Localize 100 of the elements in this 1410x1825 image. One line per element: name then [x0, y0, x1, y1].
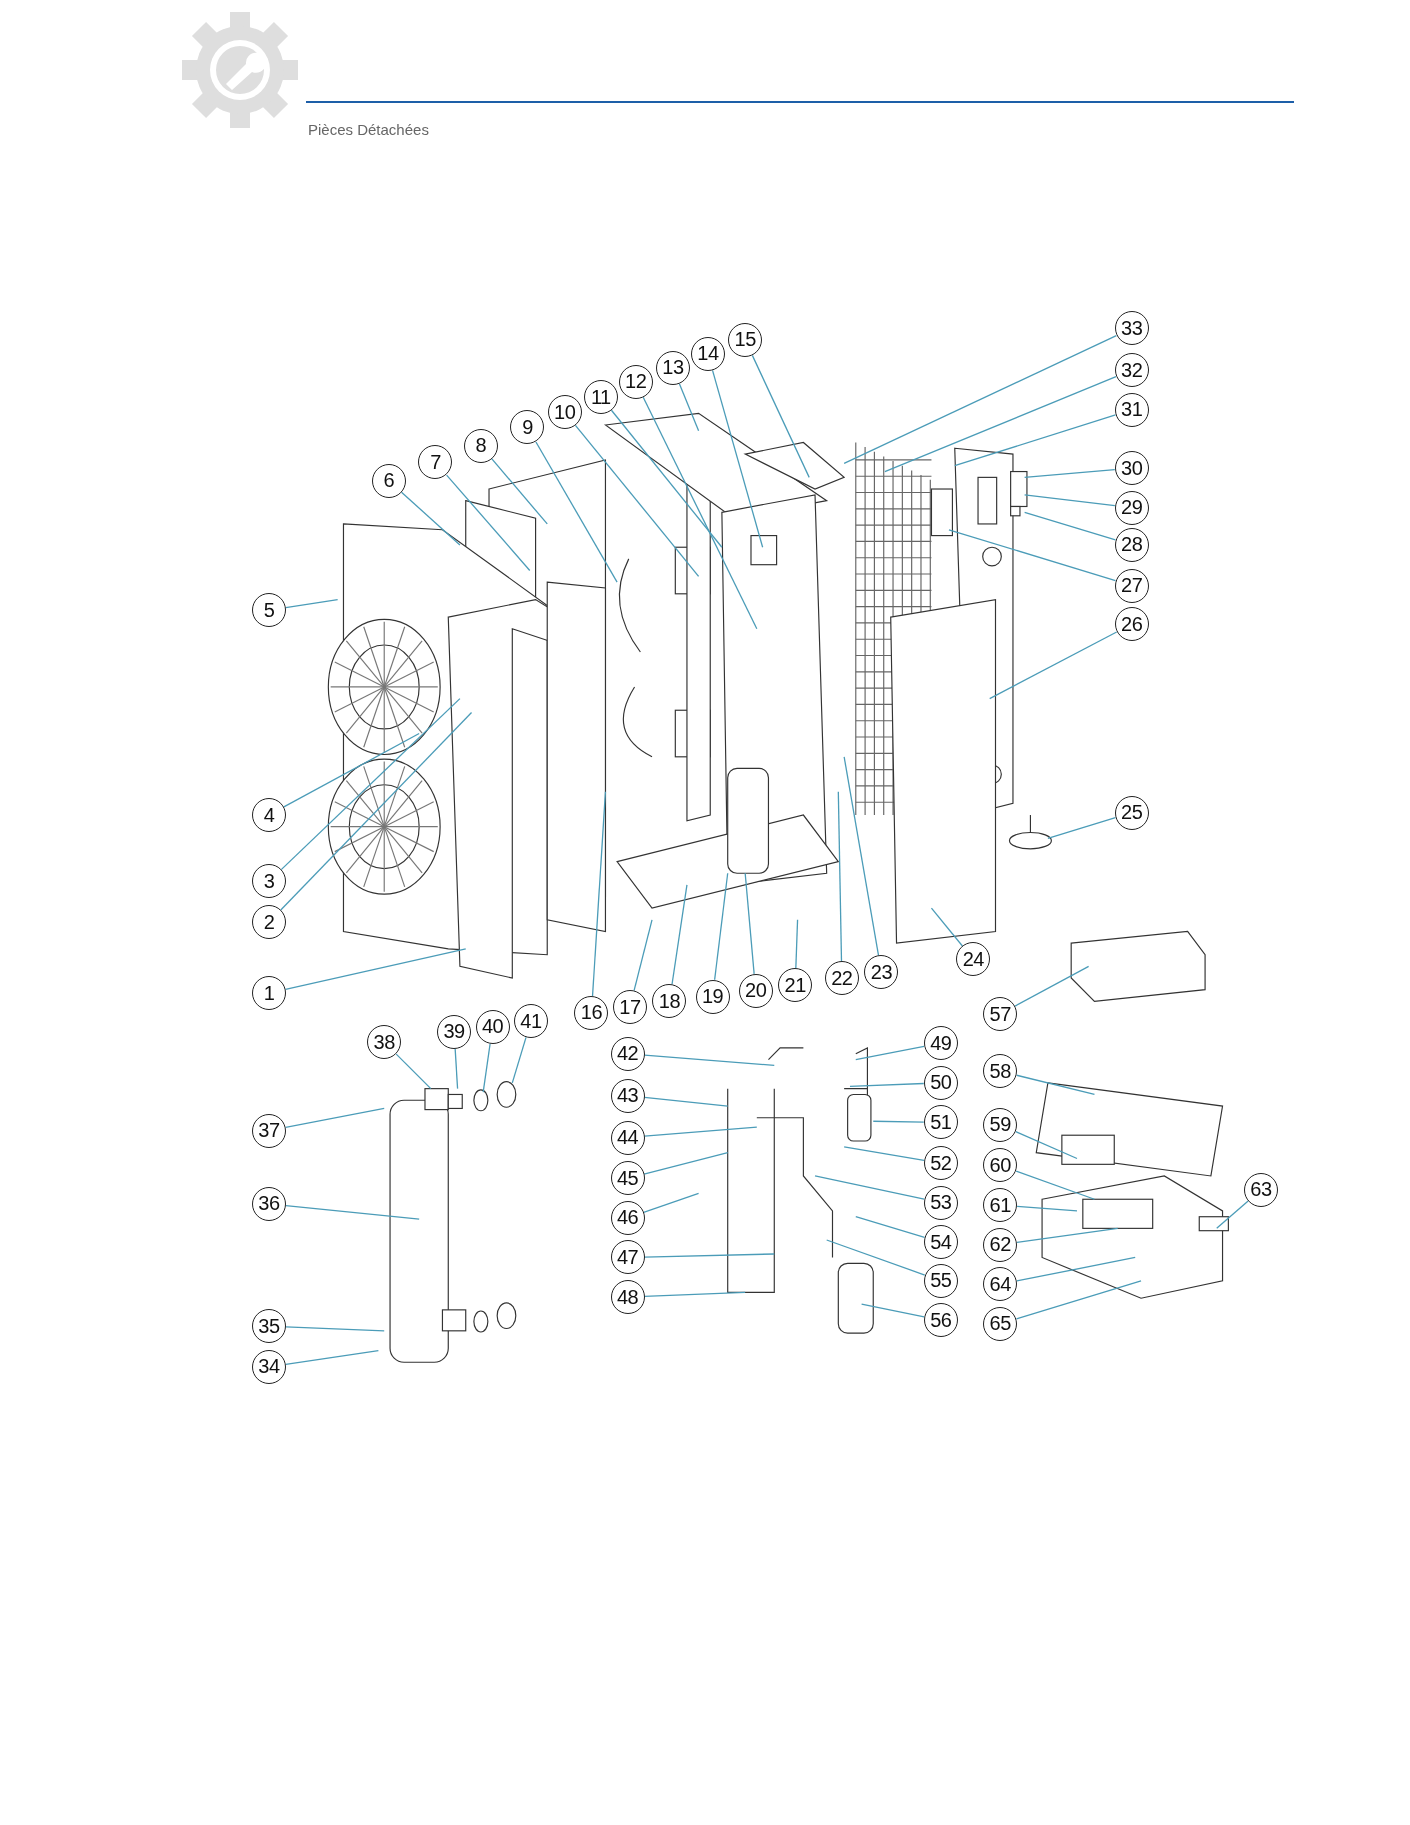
- leader-line: [843, 756, 880, 957]
- subtitle: Pièces Détachées: [308, 121, 429, 138]
- callout-number: 61: [983, 1188, 1018, 1223]
- leader-line: [633, 919, 653, 992]
- callout-number: 62: [983, 1227, 1018, 1262]
- callout-number: 13: [655, 350, 690, 385]
- callout-number: 46: [610, 1200, 645, 1235]
- leader-line: [855, 1045, 925, 1061]
- leader-line: [744, 872, 755, 975]
- leader-line: [1014, 965, 1090, 1007]
- leader-line: [795, 919, 799, 969]
- leader-line: [535, 441, 618, 583]
- callout-number: 30: [1114, 451, 1149, 486]
- leader-line: [1216, 1200, 1249, 1229]
- leader-line: [591, 791, 607, 997]
- callout-number: 2: [251, 905, 286, 940]
- leader-line: [574, 424, 700, 577]
- callout-number: 9: [510, 410, 545, 445]
- callout-number: 64: [983, 1267, 1018, 1302]
- callout-number: 26: [1114, 607, 1149, 642]
- leader-line: [860, 1303, 925, 1318]
- leader-line: [1015, 1170, 1096, 1200]
- callout-number: 40: [475, 1009, 510, 1044]
- callout-number: 5: [251, 593, 286, 628]
- leader-line: [643, 1152, 729, 1175]
- leader-line: [284, 948, 467, 991]
- callout-number: 3: [251, 864, 286, 899]
- callout-number: 19: [695, 979, 730, 1014]
- callout-number: 51: [923, 1105, 958, 1140]
- callout-number: 48: [610, 1280, 645, 1315]
- callout-number: 6: [371, 463, 406, 498]
- leader-line: [1015, 1130, 1078, 1160]
- callout-number: 29: [1114, 490, 1149, 525]
- callout-number: 10: [547, 395, 582, 430]
- leader-line: [1015, 1280, 1142, 1320]
- leader-line: [843, 334, 1117, 465]
- leader-line: [843, 1146, 925, 1161]
- leader-line: [1047, 817, 1117, 839]
- callout-number: 16: [574, 995, 609, 1030]
- leader-line: [643, 1192, 700, 1213]
- leader-line: [751, 354, 810, 478]
- leader-line: [872, 1120, 925, 1123]
- callout-number: 7: [418, 445, 453, 480]
- callout-number: 56: [923, 1303, 958, 1338]
- leader-line: [643, 1126, 758, 1137]
- leader-line: [610, 409, 723, 548]
- leader-line: [283, 732, 420, 808]
- leader-line: [1023, 468, 1116, 478]
- callout-number: 54: [923, 1225, 958, 1260]
- callout-number: 41: [513, 1004, 548, 1039]
- callout-number: 55: [923, 1263, 958, 1298]
- leader-line: [671, 884, 688, 986]
- leader-line: [849, 1082, 925, 1087]
- callout-number: 42: [610, 1036, 645, 1071]
- leader-line: [643, 1054, 775, 1066]
- leader-line: [714, 872, 729, 981]
- leader-line: [1016, 1256, 1136, 1282]
- callout-number: 63: [1243, 1172, 1278, 1207]
- callout-number: 11: [583, 380, 618, 415]
- leader-line: [482, 1043, 491, 1093]
- callout-number: 60: [983, 1148, 1018, 1183]
- leader-line: [643, 1291, 746, 1298]
- callout-number: 21: [778, 968, 813, 1002]
- callout-number: 25: [1114, 795, 1149, 830]
- leader-line: [1016, 1205, 1078, 1212]
- callout-number: 12: [618, 364, 653, 399]
- callout-number: 33: [1114, 311, 1149, 346]
- leader-line: [395, 1053, 432, 1090]
- callout-number: 59: [983, 1107, 1018, 1142]
- leader-line: [930, 907, 964, 947]
- leader-line: [642, 396, 758, 630]
- callout-number: 14: [690, 336, 725, 371]
- callout-number: 17: [612, 990, 647, 1025]
- leader-line: [711, 369, 764, 548]
- callout-number: 39: [437, 1014, 472, 1049]
- callout-number: 52: [923, 1146, 958, 1181]
- callout-number: 49: [923, 1026, 958, 1061]
- leader-line: [511, 1036, 527, 1084]
- callout-number: 34: [251, 1349, 286, 1384]
- leader-line: [989, 631, 1118, 700]
- leader-line: [837, 791, 843, 962]
- leader-line: [1016, 1227, 1119, 1243]
- leader-line: [1016, 1074, 1096, 1096]
- leader-line: [454, 1047, 459, 1090]
- callout-number: 1: [251, 976, 286, 1011]
- callout-number: 65: [983, 1306, 1018, 1341]
- callout-number: 37: [251, 1113, 286, 1148]
- leader-line: [445, 474, 531, 572]
- callout-number: 20: [738, 973, 773, 1008]
- leader-line: [285, 1349, 380, 1366]
- callout-number: 36: [251, 1186, 286, 1221]
- leader-line: [285, 1204, 420, 1220]
- leader-line: [948, 529, 1117, 582]
- callout-number: 47: [610, 1240, 645, 1275]
- callout-number: 28: [1114, 527, 1149, 562]
- callout-number: 27: [1114, 568, 1149, 603]
- callout-number: 32: [1114, 353, 1149, 388]
- callout-number: 8: [463, 428, 498, 463]
- leader-line: [884, 376, 1117, 473]
- callout-number: 23: [864, 955, 899, 990]
